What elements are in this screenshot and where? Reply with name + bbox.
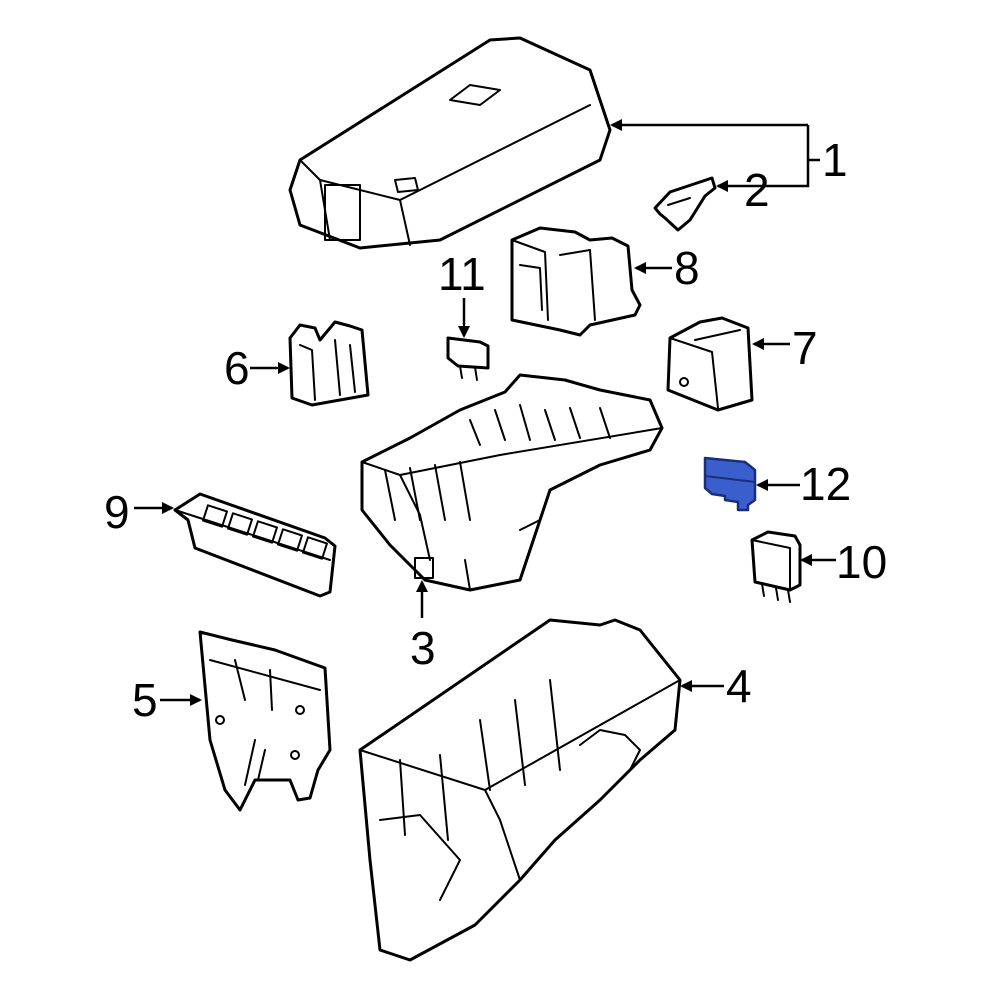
callout-8: 8 <box>674 242 700 294</box>
part-3-fuse-box-body[interactable] <box>360 373 664 592</box>
callout-labels: 1 2 3 4 5 6 7 8 9 10 11 12 <box>104 134 887 726</box>
part-5-mounting-bracket[interactable] <box>198 630 332 812</box>
part-4-lower-housing[interactable] <box>358 618 682 962</box>
part-11-mini-fuse[interactable] <box>446 336 490 381</box>
part-12-maxi-fuse[interactable] <box>703 456 757 512</box>
callout-6: 6 <box>224 342 250 394</box>
part-9-fuse-strip[interactable] <box>173 492 337 598</box>
leader-lines <box>134 119 836 706</box>
callout-5: 5 <box>132 674 158 726</box>
part-2-terminal-clip[interactable] <box>653 176 717 232</box>
part-1-cover[interactable] <box>288 36 612 250</box>
part-8-relay-bracket[interactable] <box>510 226 642 337</box>
part-10-relay[interactable] <box>750 530 802 603</box>
callout-10: 10 <box>836 536 887 588</box>
part-6-bracket[interactable] <box>288 320 370 407</box>
callout-3: 3 <box>410 622 436 674</box>
callout-4: 4 <box>726 660 752 712</box>
callout-7: 7 <box>792 322 818 374</box>
callout-1: 1 <box>822 134 848 186</box>
callout-12: 12 <box>800 458 851 510</box>
part-7-relay-block[interactable] <box>666 316 754 412</box>
callout-11: 11 <box>438 248 486 300</box>
callout-9: 9 <box>104 486 130 538</box>
callout-2: 2 <box>744 164 770 216</box>
